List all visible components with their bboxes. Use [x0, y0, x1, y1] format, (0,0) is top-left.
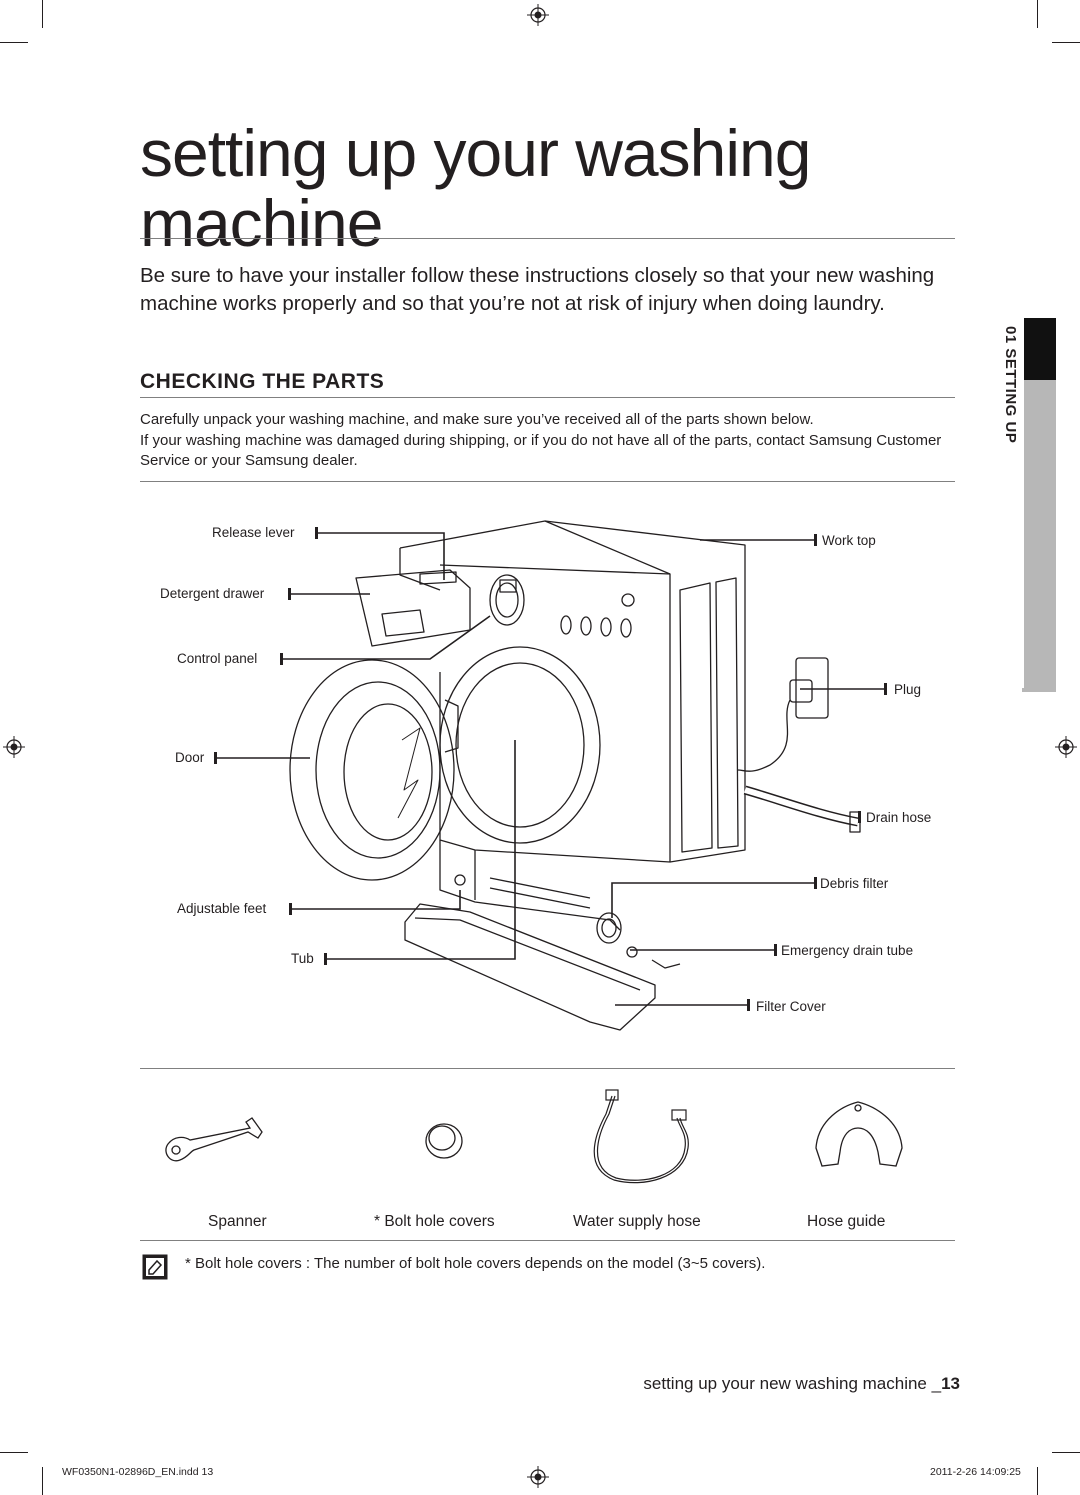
file-slug: WF0350N1-02896D_EN.indd 13	[62, 1466, 214, 1478]
note-term: * Bolt hole covers :	[185, 1255, 311, 1272]
section-body-rule	[140, 481, 955, 482]
page-number: 13	[941, 1374, 960, 1393]
water-supply-hose-icon	[593, 1089, 689, 1184]
washing-machine-diagram	[214, 520, 887, 1031]
crop-mark	[1052, 42, 1080, 43]
intro-paragraph: Be sure to have your installer follow th…	[140, 264, 935, 315]
section-rule	[140, 397, 955, 398]
accessories-rule-bottom	[140, 1240, 955, 1241]
registration-mark-icon	[527, 4, 549, 26]
note-body: The number of bolt hole covers depends o…	[310, 1255, 766, 1272]
side-tab-bar	[1022, 380, 1056, 692]
crop-mark	[1037, 1467, 1038, 1495]
crop-mark	[0, 1452, 28, 1453]
registration-mark-icon	[527, 1466, 549, 1488]
hose-guide-icon	[815, 1101, 903, 1167]
section-heading: CHECKING THE PARTS	[140, 370, 385, 393]
label-control-panel: Control panel	[177, 651, 258, 666]
title-rule	[140, 238, 955, 239]
accessory-label-bolt-hole-covers: * Bolt hole covers	[374, 1213, 495, 1230]
label-work-top: Work top	[822, 533, 876, 548]
registration-mark-icon	[1055, 736, 1077, 758]
registration-mark-icon	[3, 736, 25, 758]
label-emergency-drain-tube: Emergency drain tube	[781, 943, 914, 958]
label-tub: Tub	[291, 951, 314, 966]
accessory-label-spanner: Spanner	[208, 1213, 267, 1230]
section-body-line-1: Carefully unpack your washing machine, a…	[140, 411, 814, 428]
page-title: setting up your washing machine	[140, 116, 811, 260]
date-slug: 2011-2-26 14:09:25	[930, 1466, 1021, 1478]
bolt-hole-cover-icon	[425, 1123, 463, 1159]
note-text: * Bolt hole covers : The number of bolt …	[185, 1255, 945, 1272]
crop-mark	[1037, 0, 1038, 28]
accessories-rule-top	[140, 1068, 955, 1069]
label-plug: Plug	[894, 682, 922, 697]
crop-mark	[42, 0, 43, 28]
label-drain-hose: Drain hose	[866, 810, 932, 825]
crop-mark	[1052, 1452, 1080, 1453]
label-adjustable-feet: Adjustable feet	[177, 901, 267, 916]
side-tab-marker	[1022, 318, 1056, 380]
crop-mark	[42, 1467, 43, 1495]
label-release-lever: Release lever	[212, 525, 295, 540]
label-filter-cover: Filter Cover	[756, 999, 826, 1014]
crop-mark	[0, 42, 28, 43]
spanner-icon	[165, 1117, 263, 1162]
label-debris-filter: Debris filter	[820, 876, 889, 891]
side-tab	[992, 318, 1024, 688]
section-body: Carefully unpack your washing machine, a…	[140, 410, 960, 472]
label-detergent-drawer: Detergent drawer	[160, 586, 265, 601]
section-body-line-2: If your washing machine was damaged duri…	[140, 431, 942, 470]
note-icon	[142, 1254, 168, 1280]
label-door: Door	[175, 750, 205, 765]
side-tab-label: 01 SETTING UP	[1002, 326, 1019, 444]
running-footer-title: setting up your new washing machine _	[643, 1374, 942, 1393]
running-footer: setting up your new washing machine _13	[643, 1374, 960, 1394]
accessory-label-water-supply-hose: Water supply hose	[573, 1213, 701, 1230]
accessory-label-hose-guide: Hose guide	[807, 1213, 886, 1230]
